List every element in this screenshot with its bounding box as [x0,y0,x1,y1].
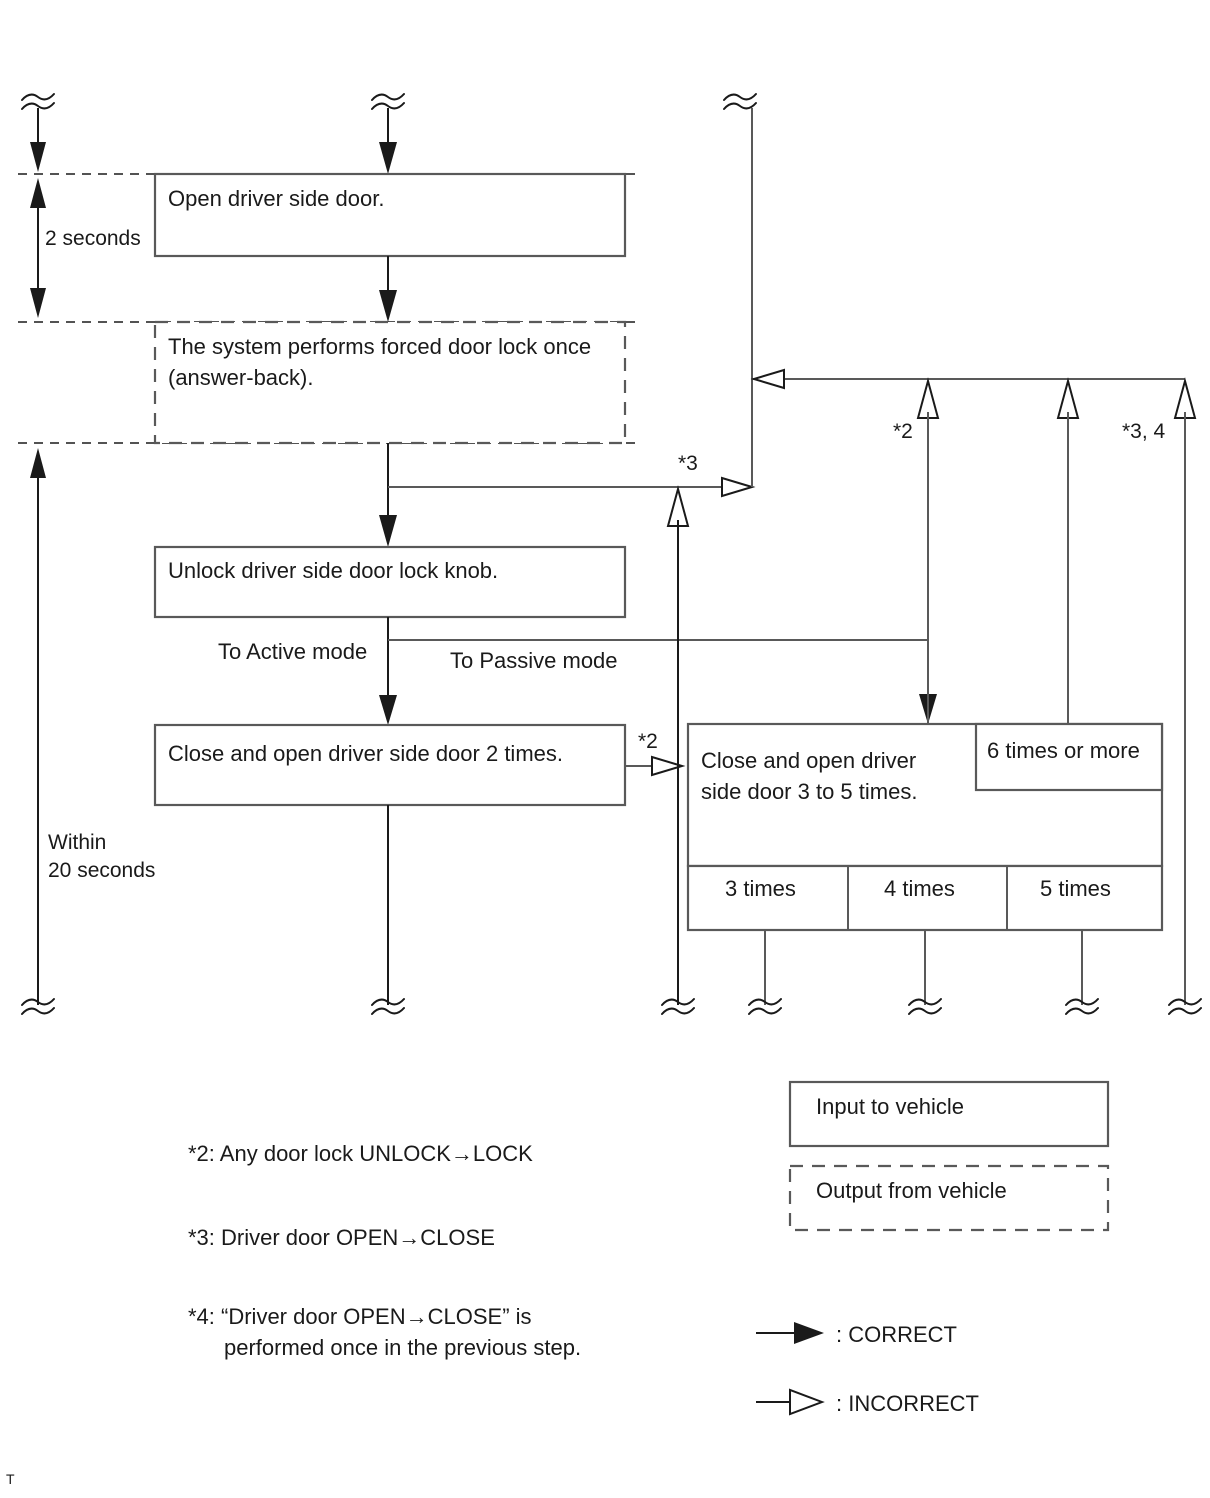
arrow-incorrect-star3-into-rail [721,476,756,498]
legend-incorrect-label: : INCORRECT [836,1391,979,1416]
table-row-times [686,864,1164,932]
marker-star2-a: *2 [893,420,913,443]
box-six-times-or-more [974,722,1164,792]
box-forced-door-lock [153,320,627,445]
box-unlock-knob [153,545,627,619]
arrow-up-within20 [30,448,46,478]
arrow-up-2sec [30,178,46,208]
legend-correct-arrowhead [794,1322,824,1344]
legend-output-label: Output from vehicle [816,1178,1007,1203]
legend-input-label: Input to vehicle [816,1094,964,1119]
marker-star2-b: *2 [638,730,658,753]
marker-star3-a: *3 [678,452,698,475]
footnote-4-line1: *4: “Driver door OPEN→CLOSE” is [188,1304,532,1329]
break-squiggle-5-times [1065,998,1099,1015]
label-within-line2: 20 seconds [48,859,155,882]
box-forced-door-lock-line2: (answer-back). [168,365,313,390]
label-within-line1: Within [48,831,106,854]
box-unlock-knob-label: Unlock driver side door lock knob. [168,558,498,583]
footnote-3: *3: Driver door OPEN→CLOSE [188,1225,495,1250]
legend-correct-label: : CORRECT [836,1322,957,1347]
arrow-into-close-open-2 [379,695,397,725]
break-squiggle-far-right-bottom [1168,998,1202,1015]
box-close-open-2-times-label: Close and open driver side door 2 times. [168,741,563,766]
arrow-into-open-door [379,142,397,174]
table-cell-3-times: 3 times [725,876,796,901]
box-close-open-3-to-5-line2: side door 3 to 5 times. [701,779,917,804]
label-to-passive-mode: To Passive mode [450,648,618,673]
legend-incorrect-arrowhead [789,1388,825,1416]
arrow-incorrect-star2-b [651,755,686,777]
box-forced-door-lock-line1: The system performs forced door lock onc… [168,334,591,359]
break-squiggle-mid-top [371,93,405,110]
box-open-driver-door [153,172,627,258]
arrow-into-forced-lock [379,290,397,322]
arrow-down-2sec-top [30,142,46,172]
legend-box-input [788,1080,1110,1148]
arrow-incorrect-into-rail-top [750,368,785,390]
box-close-open-3-to-5-line1: Close and open driver [701,748,916,773]
break-squiggle-3-times [748,998,782,1015]
label-to-active-mode: To Active mode [218,639,367,664]
footnote-2: *2: Any door lock UNLOCK→LOCK [188,1141,533,1166]
arrow-down-2sec-bottom [30,288,46,318]
break-squiggle-4-times [908,998,942,1015]
legend-box-output [788,1164,1110,1232]
marker-star34: *3, 4 [1122,420,1166,443]
break-squiggle-center-bottom [371,998,405,1015]
label-two-seconds: 2 seconds [45,227,141,250]
break-squiggle-left-top [21,93,55,110]
table-cell-4-times: 4 times [884,876,955,901]
arrow-into-unlock-knob [379,515,397,547]
box-close-open-2-times [153,723,627,807]
footnote-4-line2: performed once in the previous step. [224,1335,581,1360]
table-cell-5-times: 5 times [1040,876,1111,901]
page-corner-marker: T [6,1471,15,1487]
break-squiggle-right-top [723,93,757,110]
box-open-driver-door-label: Open driver side door. [168,186,384,211]
break-squiggle-left-bottom [21,998,55,1015]
break-squiggle-star3-bottom [661,998,695,1015]
box-six-times-or-more-label: 6 times or more [987,738,1140,763]
